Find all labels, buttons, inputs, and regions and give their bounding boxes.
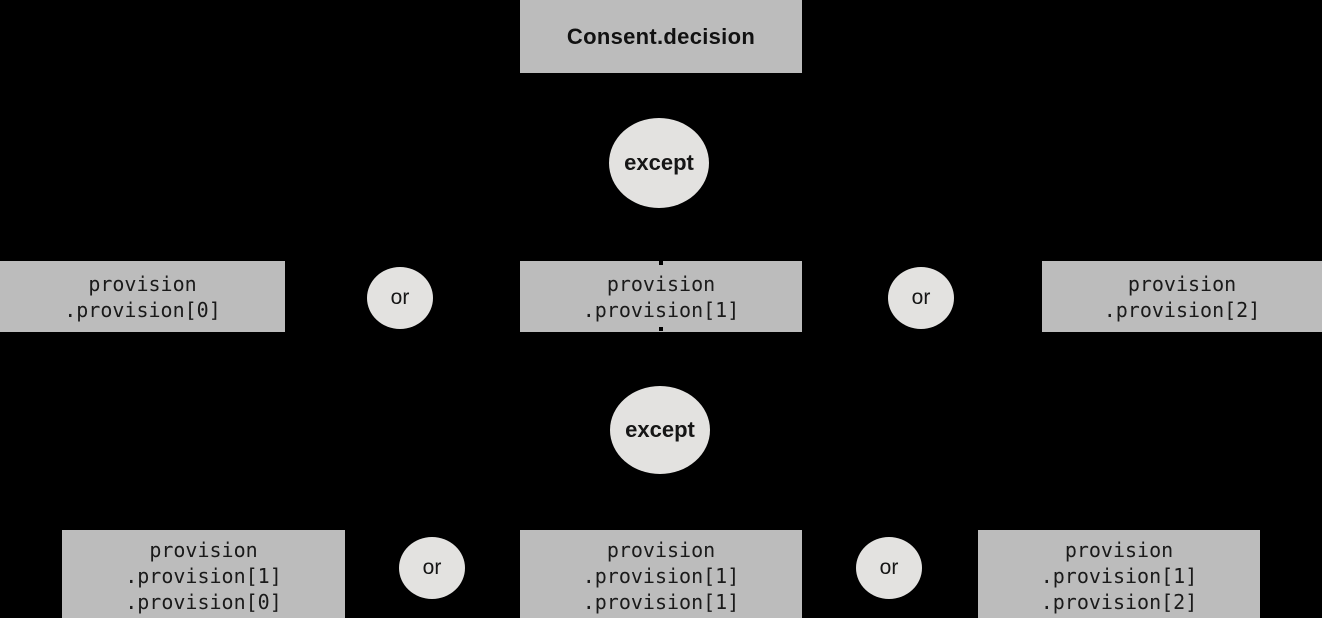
provision-node-line: .provision[2] <box>1040 590 1198 614</box>
provision-node-1-0: provision .provision[1] .provision[0] <box>62 530 345 618</box>
or-operator-level2-left: or <box>399 537 465 599</box>
or-operator-level1-right: or <box>888 267 954 329</box>
provision-node-1: provision .provision[1] <box>520 261 802 332</box>
provision-node-line: .provision[0] <box>64 297 221 322</box>
or-operator-level1-left: or <box>367 267 433 329</box>
provision-node-1-1: provision .provision[1] .provision[1] <box>520 530 802 618</box>
connector-dot-bottom <box>659 327 663 331</box>
or-operator-label: or <box>390 286 410 309</box>
provision-node-1-2: provision .provision[1] .provision[2] <box>978 530 1260 618</box>
except-operator-label: except <box>625 417 695 442</box>
except-operator-level1: except <box>609 118 709 208</box>
root-node-consent-decision: Consent.decision <box>520 0 802 73</box>
or-operator-label: or <box>879 556 899 579</box>
provision-node-line: provision <box>1127 271 1237 296</box>
provision-node-0: provision .provision[0] <box>0 261 285 332</box>
provision-node-line: .provision[0] <box>125 590 282 614</box>
provision-node-line: .provision[1] <box>1040 564 1198 588</box>
except-operator-level2: except <box>610 386 710 474</box>
except-operator-label: except <box>624 150 694 175</box>
or-operator-level2-right: or <box>856 537 922 599</box>
provision-node-line: provision <box>149 538 258 562</box>
provision-node-line: .provision[1] <box>125 564 282 588</box>
provision-node-line: .provision[2] <box>1103 297 1261 322</box>
provision-node-line: provision <box>88 271 197 296</box>
connector-dot-top <box>659 261 663 265</box>
provision-node-line: .provision[1] <box>582 297 740 322</box>
provision-node-line: .provision[1] <box>582 590 740 614</box>
provision-node-line: provision <box>606 538 716 562</box>
provision-node-line: provision <box>606 271 716 296</box>
or-operator-label: or <box>911 286 931 309</box>
root-node-label: Consent.decision <box>566 23 756 49</box>
or-operator-label: or <box>422 556 442 579</box>
provision-node-2: provision .provision[2] <box>1042 261 1322 332</box>
provision-node-line: provision <box>1064 538 1174 562</box>
provision-node-line: .provision[1] <box>582 564 740 588</box>
